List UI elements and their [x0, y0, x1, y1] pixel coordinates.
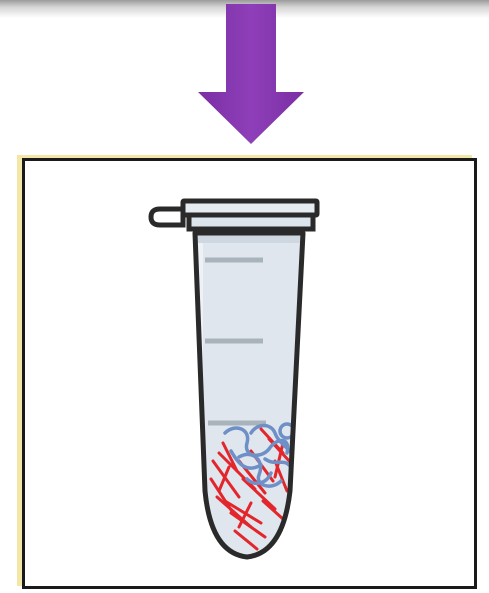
down-arrow-shape — [198, 4, 304, 144]
sample-panel — [22, 158, 477, 589]
microcentrifuge-tube-illustration — [25, 161, 474, 586]
down-arrow-icon — [196, 4, 306, 146]
tube-lid-rim — [189, 215, 313, 229]
tube-hinge-tab — [151, 209, 183, 225]
